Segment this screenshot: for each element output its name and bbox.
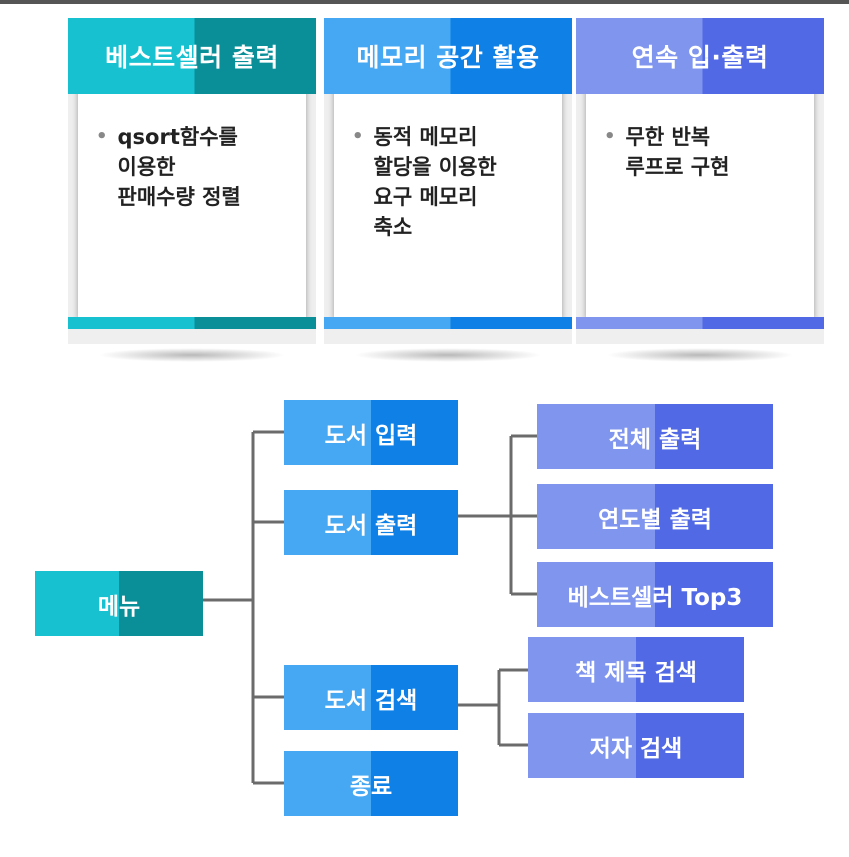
bullet-icon: •	[604, 126, 616, 147]
feature-card-bestseller: 베스트셀러 출력 • qsort함수를 이용한 판매수량 정렬	[68, 18, 316, 362]
card-bullet: • 무한 반복 루프로 구현	[604, 122, 804, 182]
node-exit: 종료	[284, 751, 458, 816]
card-shadow	[606, 348, 794, 362]
node-book-output: 도서 출력	[284, 490, 458, 555]
node-print-all: 전체 출력	[537, 404, 773, 469]
node-search-title: 책 제목 검색	[528, 637, 744, 702]
card-body: • 무한 반복 루프로 구현	[586, 74, 814, 320]
feature-card-io: 연속 입·출력 • 무한 반복 루프로 구현	[576, 18, 824, 362]
card-line: 판매수량 정렬	[117, 185, 241, 209]
card-title: 베스트셀러 출력	[68, 18, 316, 94]
card-bullet: • 동적 메모리 할당을 이용한 요구 메모리 축소	[352, 122, 552, 242]
card-title: 메모리 공간 활용	[324, 18, 572, 94]
card-footer-bar	[576, 317, 824, 329]
top-border	[0, 0, 849, 4]
node-search-author: 저자 검색	[528, 713, 744, 778]
node-print-by-year: 연도별 출력	[537, 484, 773, 549]
card-footer-bar	[68, 317, 316, 329]
node-book-search: 도서 검색	[284, 665, 458, 730]
menu-root-node: 메뉴	[35, 571, 203, 636]
card-line: 루프로 구현	[625, 155, 730, 179]
card-shadow	[98, 348, 286, 362]
node-bestseller-top3: 베스트셀러 Top3	[537, 562, 773, 627]
bullet-icon: •	[96, 126, 108, 147]
feature-card-memory: 메모리 공간 활용 • 동적 메모리 할당을 이용한 요구 메모리 축소	[324, 18, 572, 362]
card-body: • qsort함수를 이용한 판매수량 정렬	[78, 74, 306, 320]
bullet-icon: •	[352, 126, 364, 147]
card-shadow	[354, 348, 542, 362]
card-line: 이용한	[117, 155, 176, 179]
card-line: 동적 메모리	[373, 125, 478, 149]
card-line: 요구 메모리	[373, 185, 478, 209]
card-footer-bar	[324, 317, 572, 329]
card-line: 축소	[373, 215, 413, 239]
card-line: 할당을 이용한	[373, 155, 497, 179]
card-title: 연속 입·출력	[576, 18, 824, 94]
card-line: qsort함수를	[117, 125, 238, 149]
card-bullet: • qsort함수를 이용한 판매수량 정렬	[96, 122, 296, 212]
node-book-input: 도서 입력	[284, 400, 458, 465]
card-line: 무한 반복	[625, 125, 711, 149]
card-body: • 동적 메모리 할당을 이용한 요구 메모리 축소	[334, 74, 562, 320]
